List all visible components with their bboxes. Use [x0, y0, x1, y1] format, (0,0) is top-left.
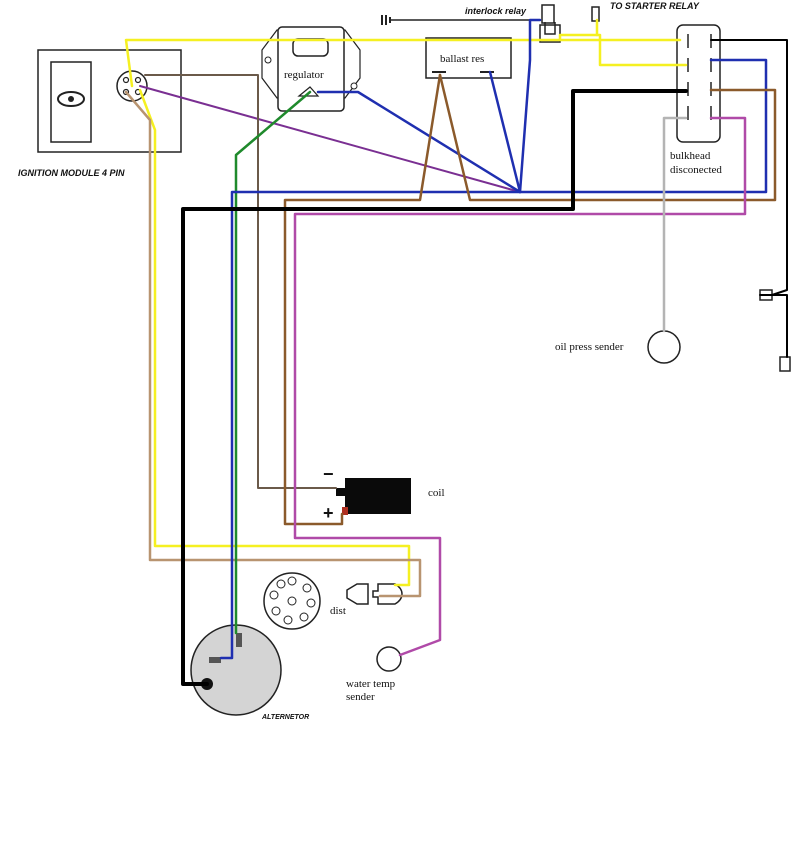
water-temp-label-1: water temp [346, 678, 396, 690]
regulator [261, 26, 361, 112]
water-temp-sender [376, 646, 402, 672]
wire-black [181, 89, 688, 686]
bulkhead-label-1: bulkhead [670, 150, 711, 162]
water-temp-label-2: sender [346, 691, 375, 703]
oil-press-sender [647, 330, 681, 364]
distributor [263, 572, 321, 630]
ignition-module [37, 49, 182, 153]
coil-minus-label: − [323, 464, 334, 484]
wire-blue [219, 18, 768, 660]
ballast-resistor [425, 37, 512, 79]
wire-gray [662, 116, 688, 333]
ground-symbol [381, 15, 540, 25]
dist-pickup-connector [346, 583, 403, 605]
alternator-label: ALTERNETOR [261, 714, 309, 721]
alternator [190, 624, 282, 716]
right-connector [759, 289, 791, 372]
ballast-res-label: ballast res [440, 53, 484, 65]
starter-relay-connector [591, 6, 600, 22]
wire-yellow [124, 18, 688, 587]
interlock-relay [539, 4, 561, 43]
wire-tan [124, 90, 422, 598]
coil-plus-label: + [323, 503, 334, 523]
dist-label: dist [330, 605, 346, 617]
coil-label: coil [428, 487, 445, 499]
wire-black-thin [710, 39, 788, 358]
oil-press-sender-label: oil press sender [555, 341, 624, 353]
bulkhead-label-2: disconected [670, 164, 722, 176]
regulator-label: regulator [284, 69, 324, 81]
to-starter-relay-label: TO STARTER RELAY [610, 1, 700, 11]
wire-coil-negative [144, 74, 337, 489]
coil [336, 478, 411, 515]
wire-pink-purple [293, 116, 747, 657]
bulkhead-connector [676, 24, 721, 143]
wire-purple [139, 85, 521, 193]
interlock-relay-label: interlock relay [465, 6, 527, 16]
wire-brown [283, 73, 777, 526]
ignition-module-label: IGNITION MODULE 4 PIN [18, 168, 125, 178]
wire-green [234, 90, 312, 635]
